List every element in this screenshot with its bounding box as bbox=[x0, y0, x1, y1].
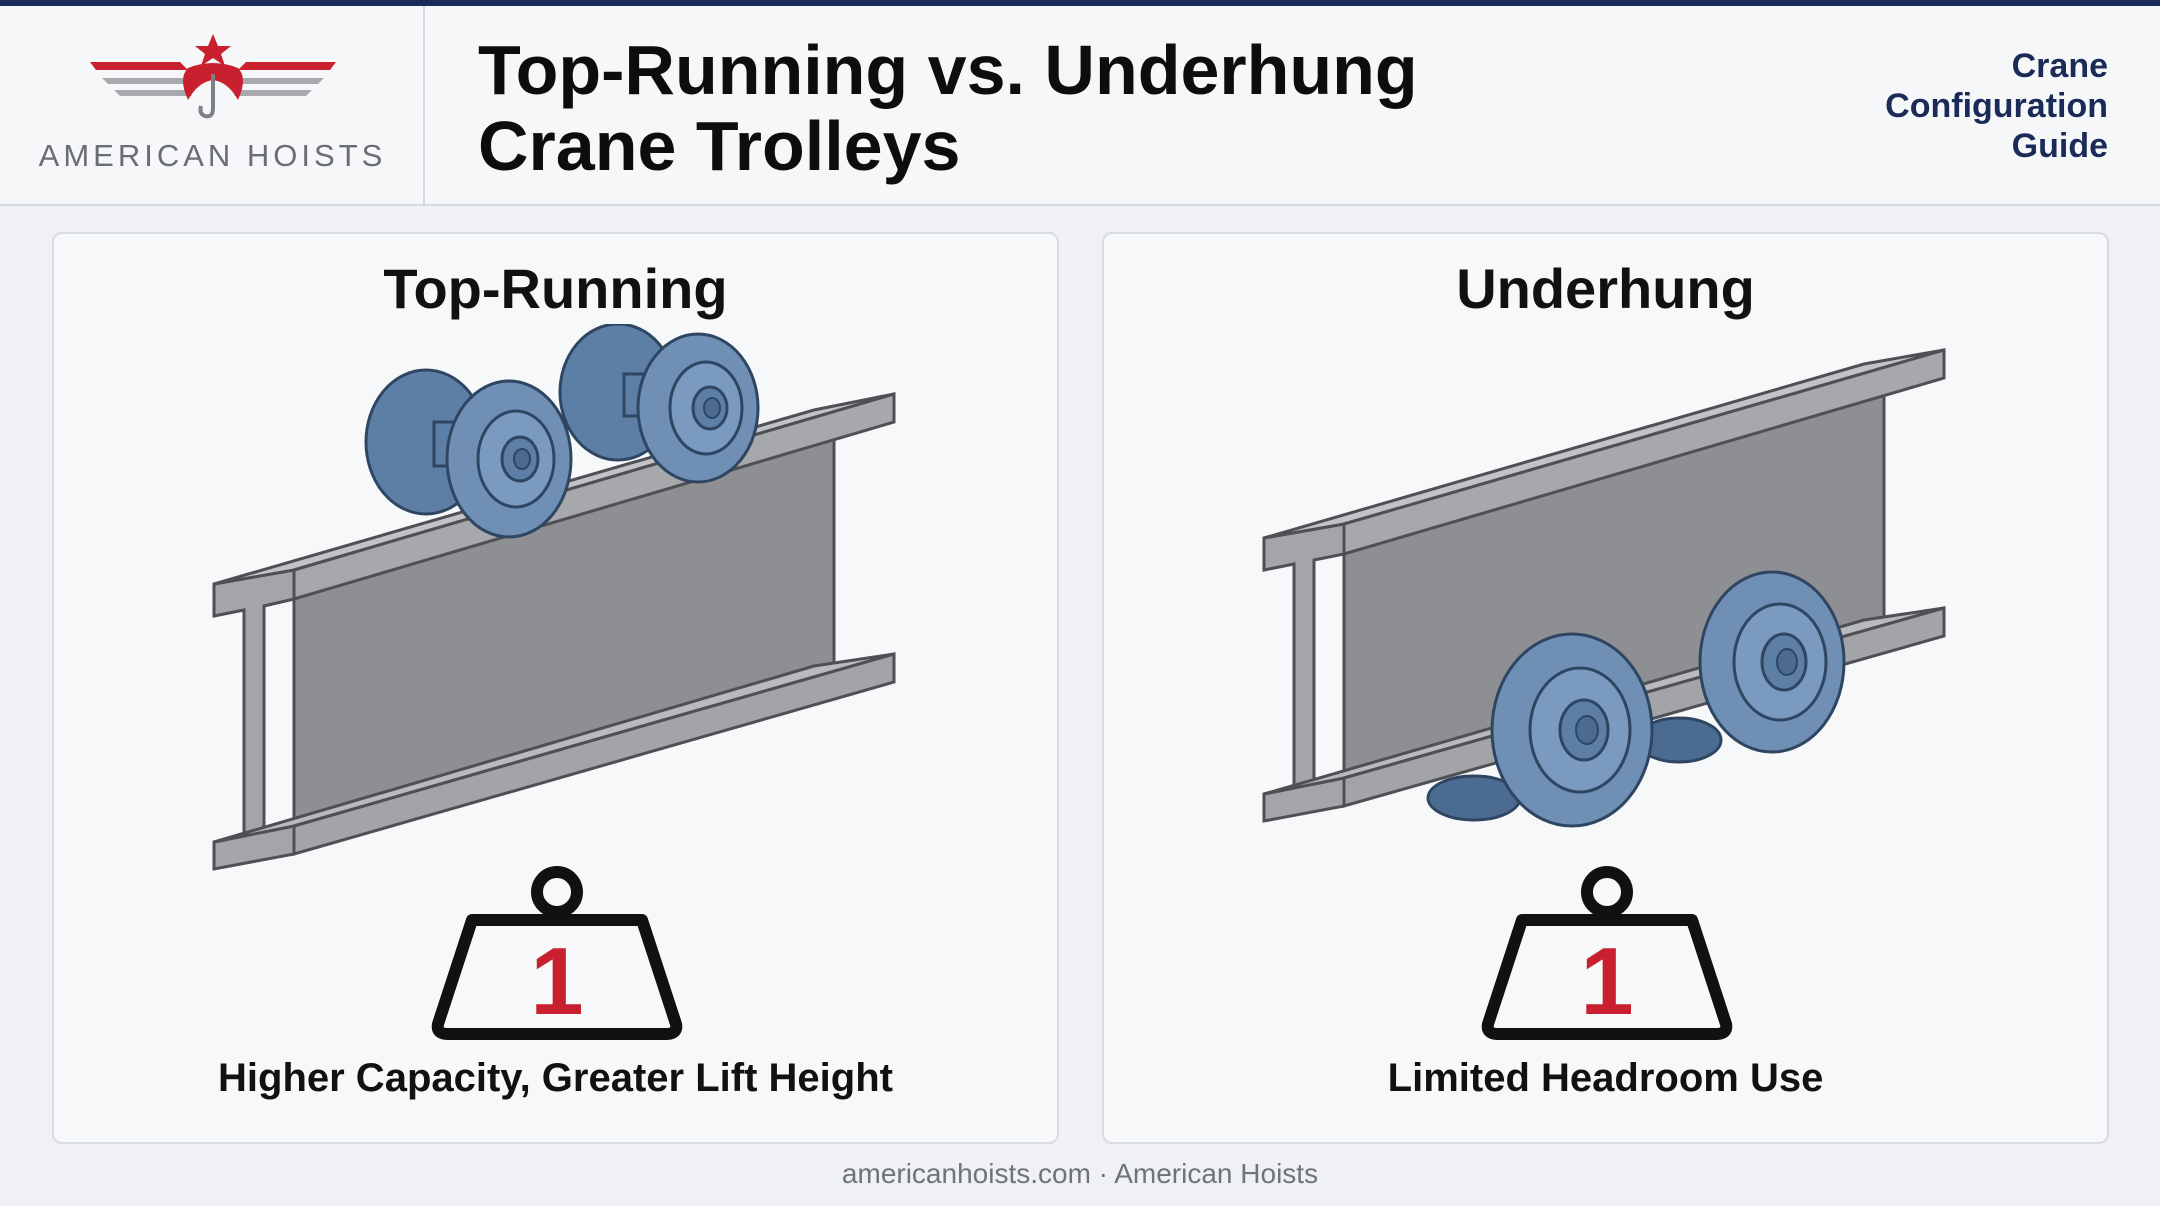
guide-line-1: Crane bbox=[2011, 47, 2108, 85]
i-beam-bottom-flange-edge bbox=[292, 652, 896, 856]
brand-logo: AMERICAN HOISTS bbox=[0, 6, 425, 204]
eagle-hook-emblem-icon bbox=[90, 34, 336, 119]
panel-caption: Higher Capacity, Greater Lift Height bbox=[218, 1056, 893, 1100]
weight-icon: 1 bbox=[1481, 866, 1733, 1040]
trolley-wheel-front bbox=[558, 324, 760, 484]
brand-name: AMERICAN HOISTS bbox=[38, 138, 387, 173]
panel-top-running: Top-Running bbox=[52, 232, 1059, 1144]
header: AMERICAN HOISTS Top-Running vs. Underhun… bbox=[0, 6, 2160, 206]
underhung-wheel-front-2 bbox=[1698, 570, 1846, 754]
weight-icon: 1 bbox=[431, 866, 683, 1040]
title-line-1: Top-Running vs. Underhung bbox=[478, 31, 1418, 109]
footer-text: americanhoists.com · American Hoists bbox=[841, 1158, 1319, 1189]
panel-underhung: Underhung 1 bbox=[1102, 232, 2109, 1144]
panel-title: Top-Running bbox=[383, 257, 728, 320]
title-line-2: Crane Trolleys bbox=[478, 107, 961, 185]
guide-line-3: Guide bbox=[2011, 127, 2108, 165]
underhung-wheel-front-1 bbox=[1490, 632, 1654, 828]
i-beam-top-flange-edge bbox=[1342, 348, 1946, 557]
weight-icon-number: 1 bbox=[1580, 928, 1633, 1035]
panel-caption: Limited Headroom Use bbox=[1387, 1056, 1824, 1100]
top-accent-bar bbox=[0, 0, 2160, 6]
trolley-wheel-rear bbox=[364, 368, 573, 539]
page-title: Top-Running vs. Underhung Crane Trolleys bbox=[478, 32, 1778, 184]
panel-title: Underhung bbox=[1456, 257, 1755, 320]
top-running-illustration: 1 bbox=[212, 324, 896, 1040]
guide-label: Crane Configuration Guide bbox=[1788, 46, 2108, 166]
guide-line-2: Configuration bbox=[1885, 87, 2108, 125]
weight-icon-number: 1 bbox=[530, 928, 583, 1035]
underhung-illustration: 1 bbox=[1262, 348, 1946, 1040]
